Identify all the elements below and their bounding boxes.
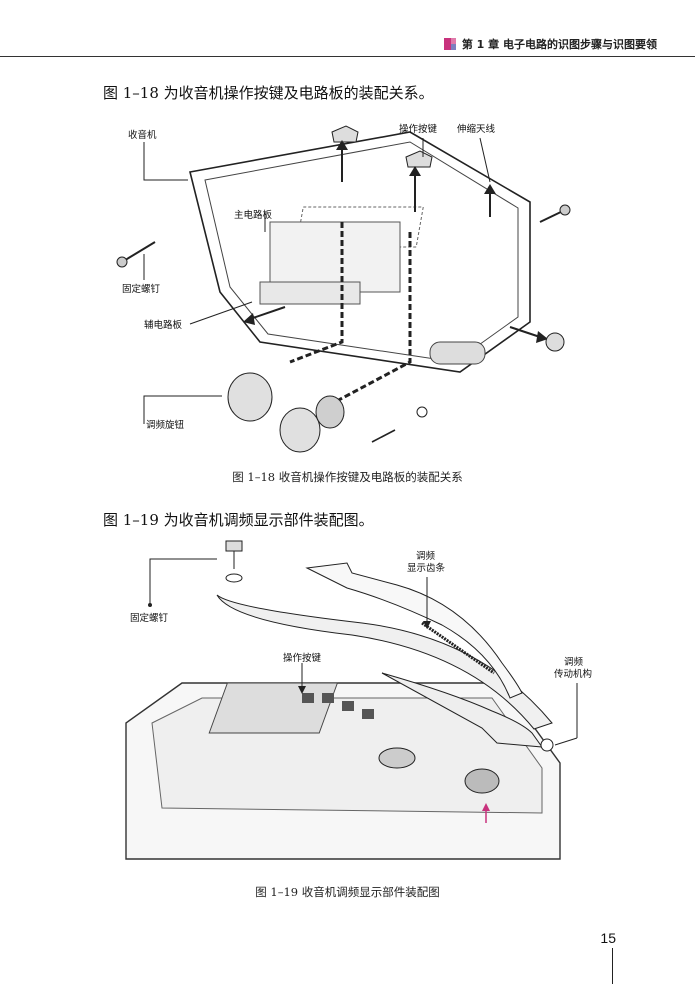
label-sub-board: 辅电路板 bbox=[144, 319, 183, 331]
figure-1-18-caption: 图 1–18 收音机操作按键及电路板的装配关系 bbox=[232, 470, 463, 484]
page-number: 15 bbox=[600, 930, 616, 946]
tuning-gear bbox=[464, 768, 500, 794]
display-rack-rail bbox=[216, 594, 553, 730]
running-header: 第 1 章 电子电路的识图步骤与识图要领 bbox=[443, 36, 657, 52]
display-rack bbox=[305, 562, 523, 699]
figure-1-19-lead: 图 1–19 为收音机调频显示部件装配图。 bbox=[103, 511, 374, 529]
label-radio: 收音机 bbox=[128, 129, 157, 141]
main-board-shape bbox=[269, 221, 401, 293]
chapter-mark-icon bbox=[443, 38, 456, 50]
figure-1-18-illustration: 收音机 操作按键 伸缩天线 主电路板 固定螺钉 辅电路板 调频旋钮 bbox=[116, 123, 571, 453]
button-block bbox=[208, 682, 339, 734]
label-display-2: 显示齿条 bbox=[407, 562, 446, 574]
label-knob: 调频旋钮 bbox=[146, 419, 185, 431]
header-rule bbox=[0, 56, 695, 57]
label-antenna: 伸缩天线 bbox=[457, 123, 496, 135]
figure-1-19-caption: 图 1–19 收音机调频显示部件装配图 bbox=[255, 885, 440, 899]
tuning-knob-2 bbox=[279, 407, 321, 453]
button-part-1 bbox=[331, 125, 359, 143]
figure-1-18-lead: 图 1–18 为收音机操作按键及电路板的装配关系。 bbox=[103, 84, 434, 102]
label-buttons-2: 操作按键 bbox=[283, 652, 322, 664]
label-screw-2: 固定螺钉 bbox=[130, 612, 169, 624]
sub-board-shape bbox=[259, 281, 361, 305]
label-display-1: 调频 bbox=[416, 550, 436, 562]
label-main-board: 主电路板 bbox=[234, 209, 273, 221]
tuning-knob-1 bbox=[227, 372, 273, 422]
button-part-2 bbox=[405, 150, 433, 168]
tuning-mechanism bbox=[381, 672, 544, 748]
page-number-bar bbox=[612, 948, 613, 984]
label-buttons: 操作按键 bbox=[399, 123, 438, 135]
chapter-title: 第 1 章 电子电路的识图步骤与识图要领 bbox=[461, 38, 657, 51]
label-mech-2: 传动机构 bbox=[554, 668, 592, 680]
radio-housing bbox=[189, 131, 531, 373]
figure-1-19-illustration: 调频 显示齿条 固定螺钉 操作按键 调频 传动机构 bbox=[125, 540, 592, 860]
label-screw: 固定螺钉 bbox=[122, 283, 161, 295]
label-mech-1: 调频 bbox=[564, 656, 584, 668]
